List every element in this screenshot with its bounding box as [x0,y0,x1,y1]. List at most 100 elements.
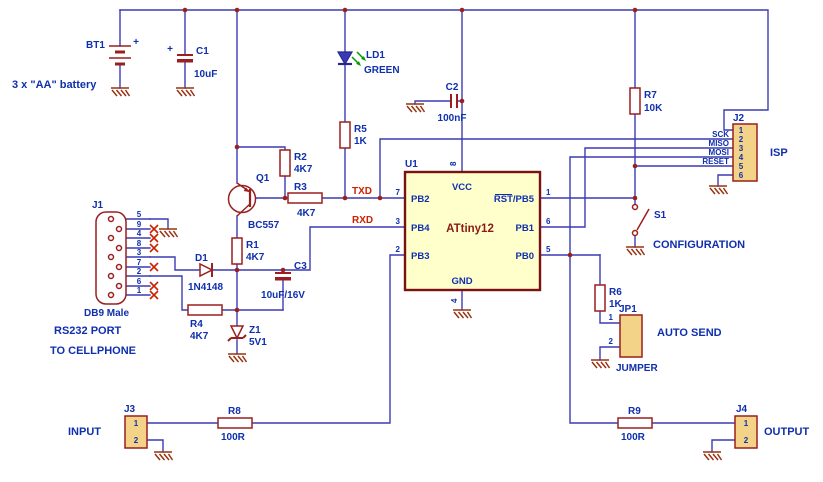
j2-pin1: 1 [739,126,744,135]
sck-signal-label: SCK [712,130,729,139]
j1-pin4: 4 [137,229,142,238]
isp-gnd-wire [717,174,734,187]
u1-pinnum-2: 2 [396,245,401,254]
resistor-r2: R2 4K7 [279,149,313,177]
j4-ref-label: J4 [736,404,748,415]
r4-value-label: 4K7 [190,331,209,342]
ground-icon [227,353,248,363]
jp1-pin1: 1 [609,313,614,322]
j1-pin5: 5 [137,210,142,219]
bt1-plus-sign: + [133,37,139,48]
miso-signal-label: MISO [709,139,729,148]
r3-value-label: 4K7 [297,208,316,219]
r9-value-label: 100R [621,432,646,443]
ground-icon [590,359,611,369]
output-caption: OUTPUT [764,426,810,438]
autosend-caption: AUTO SEND [657,327,722,339]
r1-value-label: 4K7 [246,252,265,263]
zener-z1: Z1 5V1 [227,325,267,348]
r4-ref-label: R4 [190,319,203,330]
j2-pin3: 3 [739,144,744,153]
ground-icon [110,87,131,97]
u1-pinnum-4: 4 [450,298,459,303]
diode-d1: D1 1N4148 [188,253,223,293]
q1-ref-label: Q1 [256,173,270,184]
jp1-pin2: 2 [609,337,614,346]
r8-ref-label: R8 [228,406,241,417]
r7-ref-label: R7 [644,90,657,101]
u1-pin-pb3: PB3 [411,251,429,262]
u1-ref-label: U1 [405,159,418,170]
input-caption: INPUT [68,426,101,438]
capacitor-c1: + C1 10uF [167,44,217,80]
d1-ref-label: D1 [195,253,208,264]
r6-ref-label: R6 [609,287,622,298]
c1-plus-sign: + [167,44,173,55]
r6-jp1-wire [599,254,621,361]
resistor-r8: R8 100R [217,406,253,443]
c3-ref-label: C3 [294,261,307,272]
resistor-r3: R3 4K7 [287,182,323,219]
rst-net-wire [539,165,734,199]
j1-pin7: 7 [137,258,142,267]
r6-value-label: 1K [609,299,623,310]
ld1-ref-label: LD1 [366,50,385,61]
r9-ref-label: R9 [628,406,641,417]
j4-pin2: 2 [744,436,749,445]
db9-gnd-wire [149,218,169,230]
u1-pin-pb0: PB0 [516,251,534,262]
rxd-net-label: RXD [352,215,373,226]
u1-pin-pb4: PB4 [411,223,430,234]
z1-ref-label: Z1 [249,325,261,336]
c1-value-label: 10uF [194,69,217,80]
ground-icon [708,185,729,195]
j1-pin6: 6 [137,277,142,286]
j1-pin1: 1 [137,286,142,295]
jp1-ref-label: JP1 [619,304,637,315]
j1-ref-label: J1 [92,200,104,211]
r5-value-label: 1K [354,136,368,147]
u1-pin-pb2: PB2 [411,194,429,205]
no-connect-marks [149,224,159,300]
j3-ref-label: J3 [124,404,136,415]
resistor-r5: R5 1K [339,121,368,149]
ground-icon [625,246,646,256]
j4-pin1: 1 [744,419,749,428]
connector-jp1-jumper: JP1 1 2 AUTO SEND JUMPER [609,304,722,374]
resistor-r4: R4 4K7 [187,304,223,342]
r2-tap-wire [236,146,286,199]
j1-pin9: 9 [137,220,142,229]
u1-pin-pb1: PB1 [516,223,535,234]
u1-pin-gnd: GND [451,276,472,287]
ic-u1-attiny12: U1 ATtiny12 VCC GND PB2 PB4 PB3 RST/PB5 … [396,159,551,303]
r2-ref-label: R2 [294,152,307,163]
j3-pin2: 2 [134,436,139,445]
ground-icon [153,451,174,461]
u1-pinnum-7: 7 [396,188,401,197]
mosi-signal-label: MOSI [709,148,729,157]
c3-value-label: 10uF/16V [261,290,305,301]
u1-pinnum-6: 6 [546,217,551,226]
u1-pinnum-5: 5 [546,245,551,254]
txd-net-label: TXD [352,186,372,197]
r1-ref-label: R1 [246,240,259,251]
connector-j2-isp: J2 1 2 3 4 5 6 SCK MISO MOSI RESET ISP [702,113,788,182]
r5-ref-label: R5 [354,124,367,135]
r4-net-wire [149,275,284,311]
rxd-net-wire [149,226,406,271]
j2-pin2: 2 [739,135,744,144]
configuration-caption: CONFIGURATION [653,239,745,251]
j2-ref-label: J2 [733,113,745,124]
resistor-r6: R6 1K [594,284,623,312]
d1-part-label: 1N4148 [188,282,223,293]
transistor-q1: Q1 BC557 [227,173,280,231]
rs232-caption1: RS232 PORT [54,325,122,337]
j1-pin3: 3 [137,248,142,257]
r2-value-label: 4K7 [294,164,313,175]
resistor-r9: R9 100R [617,406,653,443]
resistor-r1: R1 4K7 [231,237,265,265]
reset-signal-label: RESET [702,157,729,166]
pb1-miso-wire [539,147,734,228]
q1-part-label: BC557 [248,220,280,231]
